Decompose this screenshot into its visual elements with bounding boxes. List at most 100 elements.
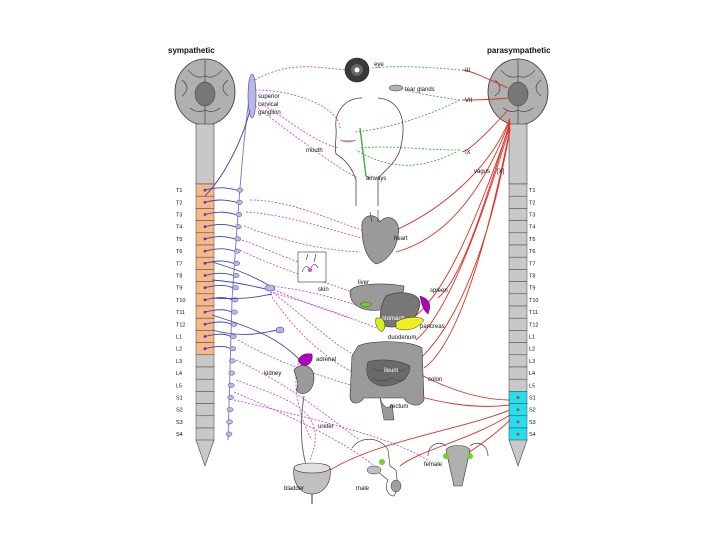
preganglionic-fiber [204, 211, 237, 215]
spleen-label: spleen [430, 288, 448, 294]
right-segment-label: T11 [529, 310, 538, 316]
left-segment-label: T6 [176, 249, 182, 255]
left-segment-S1 [195, 391, 215, 404]
female-label: female [424, 462, 443, 468]
right-segment-label: L5 [529, 383, 535, 389]
chain-ganglion [225, 431, 233, 437]
sympathetic-pre-abdominal [211, 261, 301, 361]
chain-ganglion [236, 199, 243, 205]
left-segment-L4 [195, 366, 215, 380]
sympathetic-neuron-dot [203, 225, 207, 229]
preganglionic-fiber [204, 260, 234, 264]
right-segment-label: T4 [529, 225, 535, 231]
skin-label: skin [318, 287, 329, 293]
cn-iii-label: III [465, 68, 470, 74]
left-segment-L3 [195, 354, 215, 368]
left-segment-label: T10 [176, 298, 185, 304]
chain-ganglion [234, 248, 241, 254]
parasympathetic-neuron-dot [516, 396, 520, 399]
kidney-shape [293, 365, 315, 394]
right-segment-T2 [508, 195, 528, 209]
tear-glands-label: tear glands [405, 87, 435, 93]
chain-ganglion [235, 224, 242, 230]
cn-ix-label: IX [465, 150, 471, 156]
right-segment-label: T5 [529, 237, 535, 243]
right-segment-label: S2 [529, 408, 536, 414]
chain-ganglion [236, 187, 244, 193]
gallbladder-shape [359, 301, 373, 308]
bladder-shape [293, 462, 331, 504]
intestines-shape [349, 341, 425, 421]
right-segment-label: L1 [529, 335, 535, 341]
right-segment-label: T12 [529, 322, 538, 328]
right-segment-T8 [508, 269, 528, 282]
heart-label: heart [394, 236, 408, 242]
right-segment-L4 [508, 366, 528, 380]
left-segment-label: T3 [176, 213, 182, 219]
eye-label: eye [374, 62, 384, 68]
superior-cervical-ganglion-shape [247, 73, 257, 119]
left-segment-label: T2 [176, 200, 182, 206]
sympathetic-chain [225, 79, 253, 441]
duodenum-shape [375, 317, 386, 333]
skin-shape [297, 251, 327, 283]
preganglionic-fiber [204, 309, 232, 313]
left-segment-label: L5 [176, 383, 182, 389]
left-segment-label: S2 [176, 408, 183, 414]
preganglionic-fiber [204, 272, 234, 276]
right-segment-label: S4 [529, 432, 536, 438]
ureter-label: ureter [318, 424, 334, 430]
male-label: male [356, 486, 370, 492]
right-brain [487, 58, 549, 126]
sympathetic-neuron-dot [203, 200, 207, 204]
chain-ganglion [227, 395, 234, 400]
chain-ganglion [232, 273, 240, 278]
sympathetic-header: sympathetic [168, 46, 215, 55]
left-brain [174, 58, 236, 126]
right-segment-L2 [508, 342, 528, 356]
left-segment-label: T11 [176, 310, 185, 316]
left-segment-S2 [195, 403, 215, 417]
right-segment-L5 [508, 378, 528, 392]
right-segment-label: T6 [529, 249, 535, 255]
preganglionic-fiber [204, 236, 235, 240]
right-segment-label: L4 [529, 371, 535, 377]
preganglionic-fiber [204, 248, 235, 252]
airways-label: airways [366, 176, 386, 182]
celiac-ganglion [264, 284, 276, 292]
right-segment-label: T10 [529, 298, 538, 304]
chain-ganglion [231, 309, 238, 315]
right-segment-label: S3 [529, 420, 536, 426]
right-segment-L1 [508, 330, 528, 343]
cn-x-label: [X] [497, 169, 505, 175]
preganglionic-fiber [204, 199, 237, 203]
chain-ganglion [232, 285, 239, 291]
cn-vii-label: VII [465, 98, 473, 104]
left-segment-label: S4 [176, 432, 183, 438]
ileum-label: ileum [384, 368, 398, 374]
chain-ganglion [229, 358, 236, 364]
right-segment-T4 [508, 220, 528, 234]
duodenum-label: duodenum [388, 335, 416, 341]
tear-glands-shape [388, 84, 404, 92]
colon-label: colon [428, 377, 442, 383]
parasympathetic-neuron-dot [516, 420, 520, 424]
pancreas-shape [395, 317, 425, 331]
parasympathetic-neuron-dot [516, 408, 520, 412]
spleen-shape [419, 295, 430, 315]
preganglionic-fiber [204, 223, 236, 228]
chain-ganglion [234, 236, 242, 242]
ureter-shape [300, 395, 309, 471]
chain-ganglion [233, 260, 240, 266]
right-segment-label: T7 [529, 261, 535, 267]
parasympathetic-post-fibers [353, 66, 461, 166]
adrenal-label: adrenal [316, 357, 336, 363]
left-segment-label: T7 [176, 261, 182, 267]
right-segment-L3 [508, 354, 528, 368]
preganglionic-fiber [204, 333, 231, 337]
right-segment-T3 [508, 208, 528, 221]
right-segment-label: S1 [529, 396, 536, 402]
left-segment-label: S1 [176, 396, 183, 402]
preganglionic-fiber [204, 297, 233, 301]
